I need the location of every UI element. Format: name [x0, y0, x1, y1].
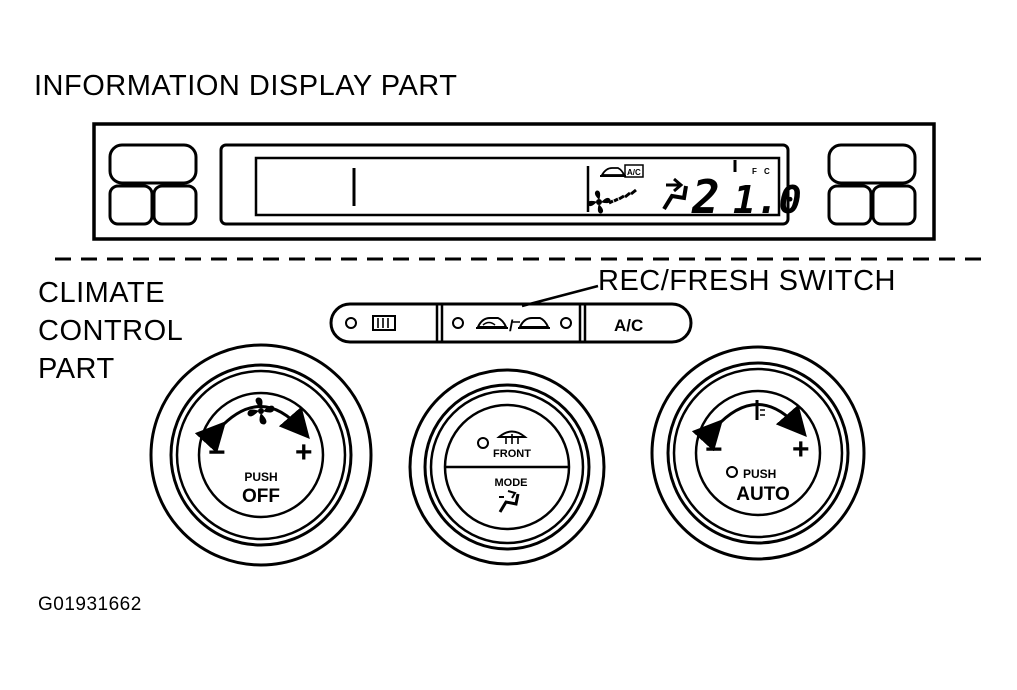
display-left-bottom-right-button[interactable] [152, 184, 198, 226]
lcd-fan-icon [587, 190, 611, 214]
climate-control-label-line-2: CONTROL [38, 315, 184, 347]
lcd-temperature-small: 1.0 [733, 178, 802, 222]
display-right-top-button[interactable] [827, 143, 917, 185]
rec-fresh-button[interactable]: / [444, 306, 578, 340]
display-right-bottom-right-button[interactable] [871, 184, 917, 226]
front-defrost-label: FRONT [493, 448, 531, 460]
recirculation-car-icon [476, 317, 508, 329]
mode-label: MODE [495, 477, 528, 489]
rec-fresh-leader-line [521, 284, 599, 308]
climate-control-label-line-1: CLIMATE [38, 277, 166, 309]
temperature-plus-label: + [792, 433, 810, 466]
lcd-fan-speed-bars [608, 188, 637, 205]
lcd-unit-c: C [764, 167, 770, 176]
fan-speed-knob[interactable]: − + PUSH OFF [149, 343, 373, 567]
temperature-push-label: PUSH [743, 467, 776, 481]
ac-button[interactable]: A/C [587, 306, 689, 340]
display-left-bottom-left-button[interactable] [108, 184, 154, 226]
fan-minus-label: − [208, 436, 226, 469]
rear-defrost-button[interactable] [333, 306, 435, 340]
fresh-air-car-icon [512, 317, 550, 329]
airflow-mode-icon [498, 490, 520, 513]
rear-defrost-icon [372, 315, 396, 331]
button-strip [329, 302, 693, 344]
information-display-part-label: INFORMATION DISPLAY PART [34, 70, 458, 102]
climate-control-part-label: CLIMATE CONTROL PART [38, 274, 183, 388]
figure-id: G01931662 [38, 594, 142, 615]
lcd-airflow-mode-icon [662, 177, 688, 211]
auto-indicator-led [726, 466, 738, 478]
display-left-top-button[interactable] [108, 143, 198, 185]
lcd-recirc-car-icon [600, 167, 626, 177]
rec-indicator-led [452, 317, 464, 329]
temperature-knob[interactable]: − + PUSH AUTO [650, 345, 866, 561]
ac-button-label: A/C [614, 316, 643, 335]
display-right-bottom-left-button[interactable] [827, 184, 873, 226]
information-display-panel: A/C 2 1.0 F C [92, 122, 936, 241]
front-defrost-icon [496, 430, 528, 444]
lcd-ac-indicator-box [624, 164, 644, 178]
rec-fresh-separator: / [509, 318, 514, 335]
thermometer-icon [755, 400, 765, 420]
temperature-minus-label: − [705, 433, 723, 466]
temperature-auto-label: AUTO [736, 484, 789, 505]
lcd-screen-inner [254, 156, 781, 217]
lcd-ac-indicator: A/C [627, 168, 641, 177]
lcd-unit-f: F [752, 167, 757, 176]
climate-control-label-line-3: PART [38, 353, 115, 385]
rear-defrost-indicator-led [345, 317, 357, 329]
fan-push-label: PUSH [244, 470, 277, 484]
fan-plus-label: + [295, 436, 313, 469]
fan-off-label: OFF [242, 486, 280, 507]
lcd-temperature-digit: 2 [691, 170, 720, 224]
lcd-screen-outer [219, 143, 790, 226]
front-defrost-indicator-led [477, 437, 489, 449]
mode-knob[interactable]: FRONT MODE [408, 368, 606, 566]
fresh-indicator-led [560, 317, 572, 329]
fan-icon [247, 397, 275, 425]
rec-fresh-switch-label: REC/FRESH SWITCH [598, 265, 896, 297]
